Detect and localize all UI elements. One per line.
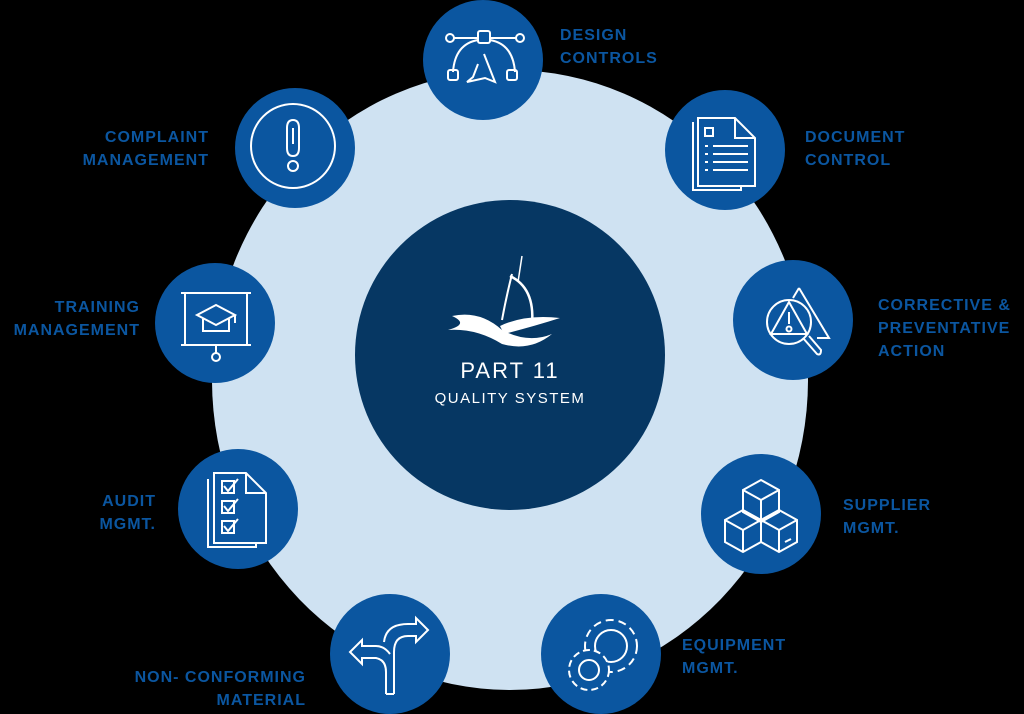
label-audit-mgmt: AUDIT MGMT. bbox=[99, 490, 156, 536]
exclamation-circle-icon bbox=[250, 103, 336, 189]
label-line: TRAINING bbox=[54, 299, 140, 316]
label-corrective-preventative-action: CORRECTIVE & PREVENTATIVE ACTION bbox=[878, 294, 1011, 363]
label-line: NON- CONFORMING bbox=[134, 669, 306, 686]
label-line: PREVENTATIVE bbox=[878, 320, 1011, 337]
stacked-boxes-icon bbox=[724, 478, 798, 554]
core-title: PART 11 bbox=[460, 358, 560, 383]
label-non-conforming-material: NON- CONFORMING MATERIAL bbox=[135, 666, 306, 712]
label-complaint-management: COMPLAINT MANAGEMENT bbox=[83, 126, 209, 172]
warning-magnifier-icon bbox=[766, 287, 831, 356]
label-document-control: DOCUMENT CONTROL bbox=[805, 126, 905, 172]
label-line: MANAGEMENT bbox=[82, 152, 209, 169]
gears-icon bbox=[568, 619, 638, 691]
label-line: MANAGEMENT bbox=[13, 322, 140, 339]
graduation-board-icon bbox=[181, 292, 251, 362]
node-document-control[interactable] bbox=[665, 90, 785, 210]
label-line: ACTION bbox=[878, 343, 946, 360]
label-line: MATERIAL bbox=[216, 692, 306, 709]
label-line: COMPLAINT bbox=[104, 129, 209, 146]
label-line: SUPPLIER bbox=[843, 497, 932, 514]
core-subtitle: QUALITY SYSTEM bbox=[434, 390, 586, 407]
sailboat-logo-icon bbox=[448, 255, 560, 347]
label-line: EQUIPMENT bbox=[682, 637, 787, 654]
node-audit-mgmt[interactable] bbox=[178, 449, 298, 569]
label-equipment-mgmt: EQUIPMENT MGMT. bbox=[682, 634, 786, 680]
node-supplier-mgmt[interactable] bbox=[701, 454, 821, 574]
node-equipment-mgmt[interactable] bbox=[541, 594, 661, 714]
label-line: AUDIT bbox=[102, 493, 156, 510]
vector-pen-icon bbox=[445, 30, 525, 84]
node-training-management[interactable] bbox=[155, 263, 275, 383]
node-non-conforming-material[interactable] bbox=[330, 594, 450, 714]
label-line: CORRECTIVE & bbox=[878, 297, 1011, 314]
label-training-management: TRAINING MANAGEMENT bbox=[14, 296, 140, 342]
core-circle: PART 11 QUALITY SYSTEM bbox=[355, 200, 665, 510]
label-line: MGMT. bbox=[682, 660, 739, 677]
label-line: DOCUMENT bbox=[805, 129, 906, 146]
label-line: CONTROLS bbox=[560, 50, 658, 67]
label-design-controls: DESIGN CONTROLS bbox=[560, 24, 658, 70]
label-line: MGMT. bbox=[843, 520, 900, 537]
node-design-controls[interactable] bbox=[423, 0, 543, 120]
label-line: MGMT. bbox=[99, 516, 156, 533]
label-line: DESIGN bbox=[560, 27, 628, 44]
label-line: CONTROL bbox=[805, 152, 892, 169]
node-complaint-management[interactable] bbox=[235, 88, 355, 208]
checklist-icon bbox=[207, 472, 267, 548]
node-corrective-preventative-action[interactable] bbox=[733, 260, 853, 380]
label-supplier-mgmt: SUPPLIER MGMT. bbox=[843, 494, 931, 540]
split-arrows-icon bbox=[348, 615, 430, 695]
document-list-icon bbox=[692, 117, 756, 191]
